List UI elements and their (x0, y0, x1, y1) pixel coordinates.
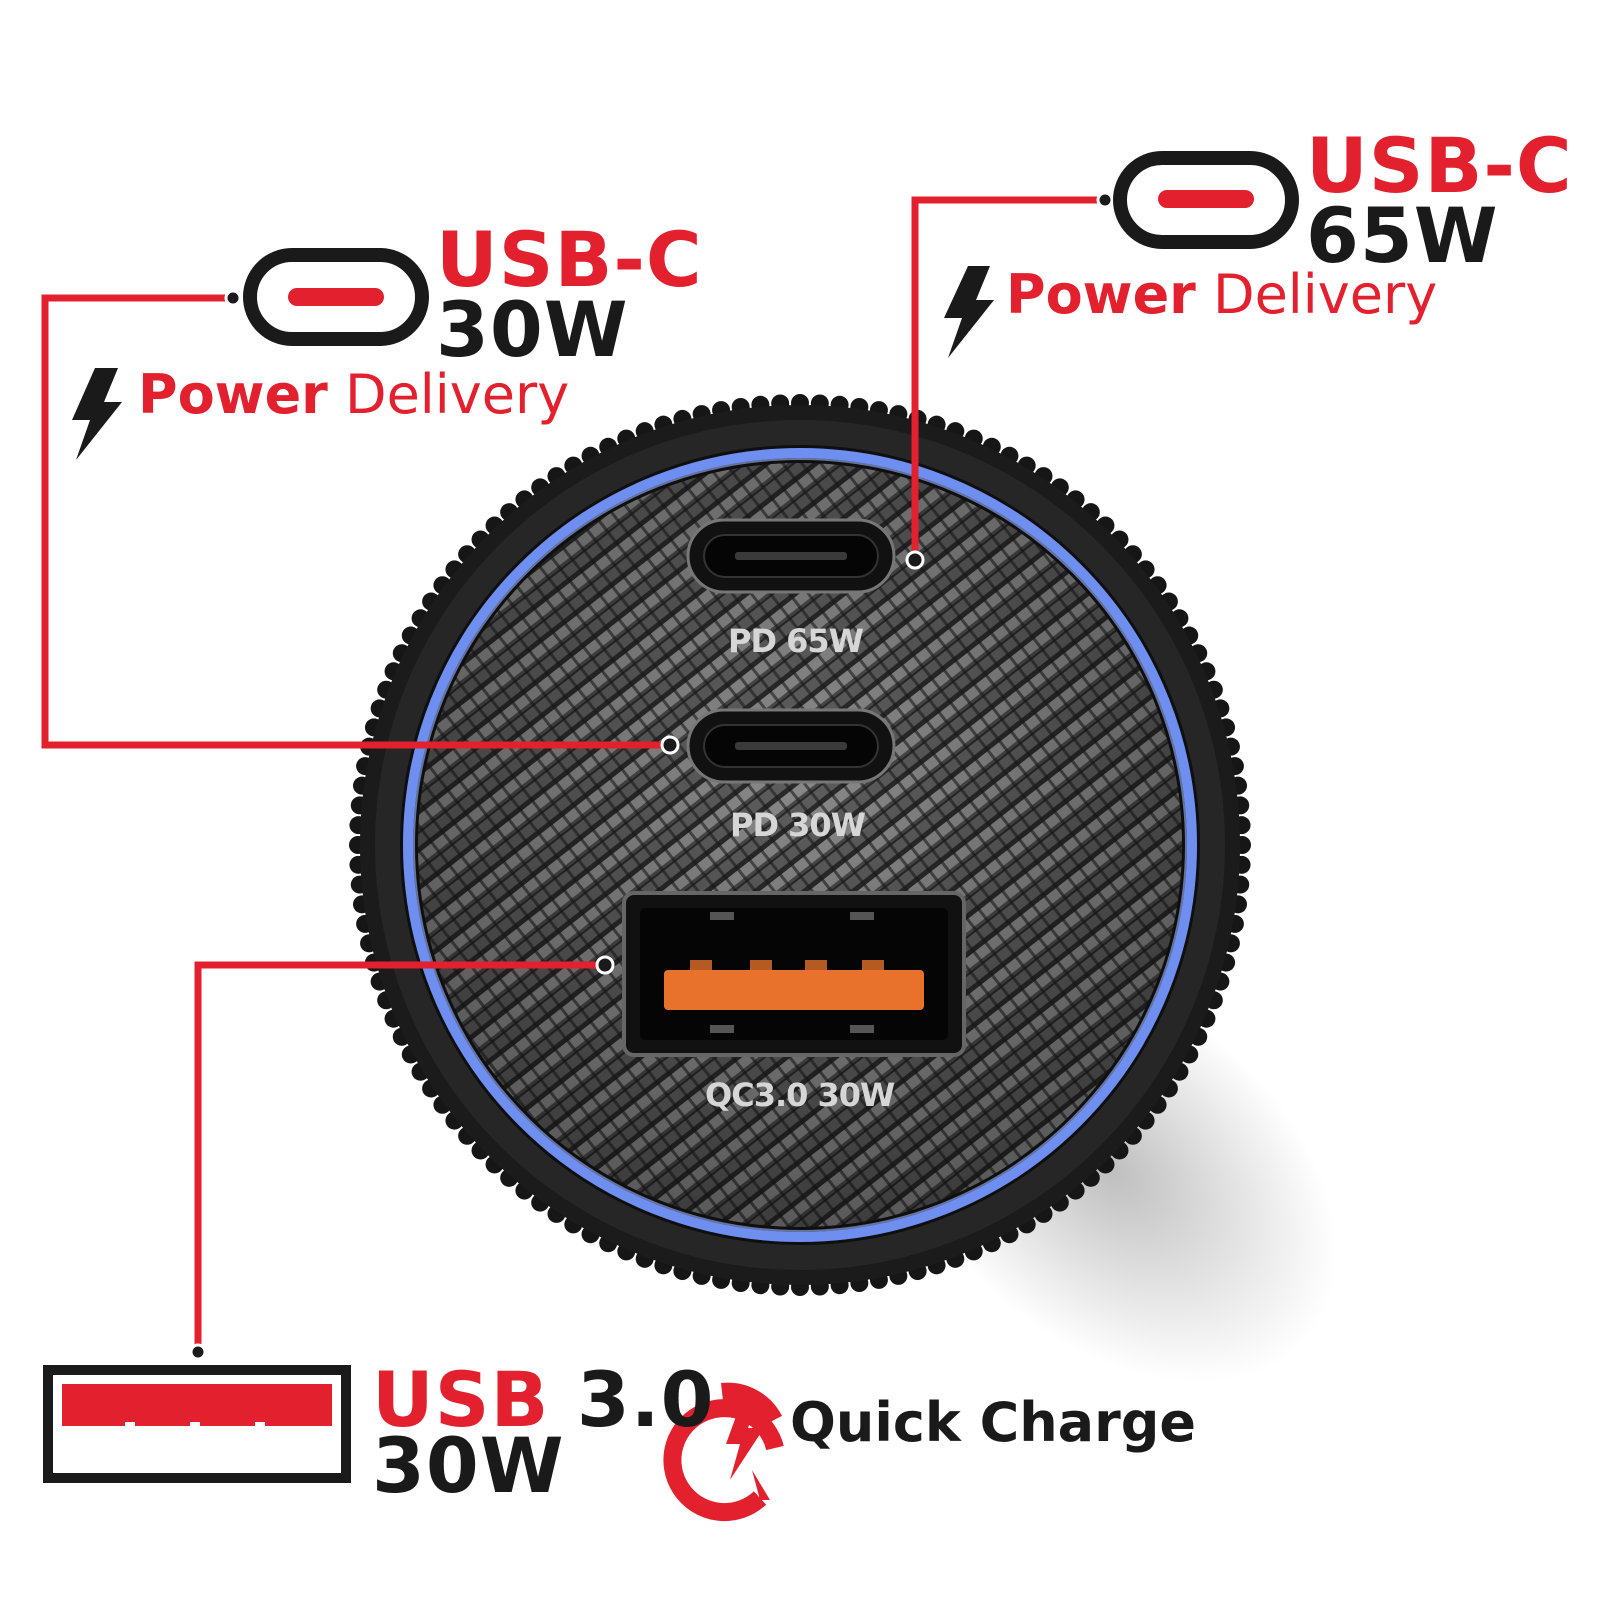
port-label-qc30w: QC3.0 30W (705, 1076, 895, 1114)
usb-c-port-icon (1113, 151, 1299, 249)
callout-65w-feature: Power Delivery (1006, 268, 1437, 322)
callout-dots (189, 191, 1114, 1361)
port-label-pd65w: PD 65W (728, 622, 864, 660)
usb-c-port-30w (686, 708, 896, 784)
callout-30w-title: USB-C (436, 215, 703, 304)
usb-c-port-65w (686, 518, 896, 594)
callout-65w-title: USB-C (1306, 121, 1573, 210)
title-red: USB (372, 1355, 550, 1444)
feature-bold: Power (138, 363, 328, 426)
title-black: 3.0 (576, 1355, 715, 1444)
callout-65w-watt: 65W (1306, 191, 1499, 280)
callout-usb3-watt: 30W (372, 1421, 565, 1510)
lightning-icon (72, 368, 122, 460)
feature-bold: Power (1006, 263, 1196, 326)
quick-charge-label: Quick Charge (790, 1391, 1197, 1454)
callout-30w-feature: Power Delivery (138, 368, 569, 422)
usb-a-port-30w (622, 891, 966, 1057)
lightning-icon (944, 266, 994, 358)
usb-a-port-icon (43, 1365, 351, 1483)
usb-c-port-icon (243, 248, 429, 346)
callout-lines (41, 196, 1105, 1350)
callout-usb3-title: USB 3.0 (372, 1362, 715, 1438)
blue-light-ring (403, 448, 1197, 1242)
port-label-pd30w: PD 30W (730, 806, 866, 844)
feature-light: Delivery (345, 363, 570, 426)
feature-light: Delivery (1213, 263, 1438, 326)
quick-charge-icon (663, 1382, 784, 1522)
callout-30w-watt: 30W (436, 285, 629, 374)
